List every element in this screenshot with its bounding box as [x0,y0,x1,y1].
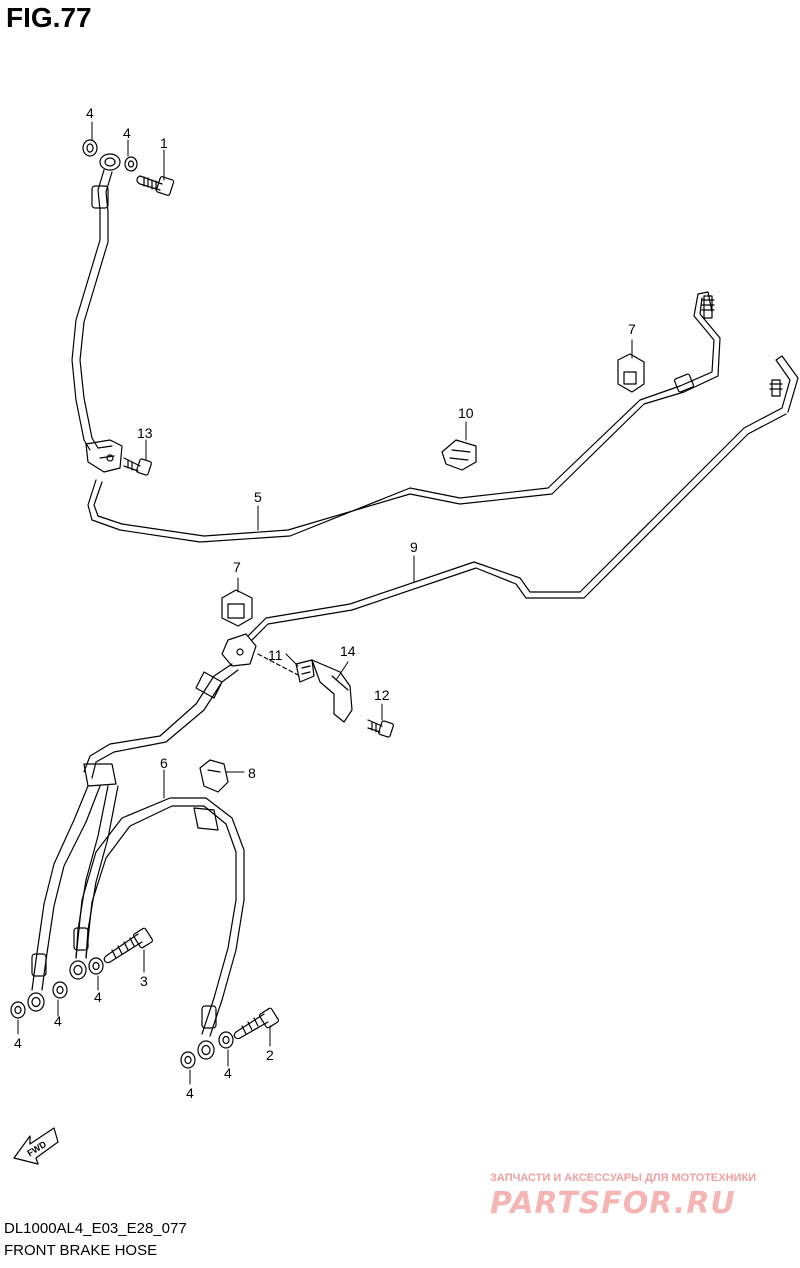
bolt-2-icon [233,1007,280,1040]
callout-8: 8 [248,765,256,781]
callout-7: 7 [233,559,241,575]
left-hose-branch-b [52,785,119,999]
callout-3: 3 [140,973,148,989]
left-hose-branch-a [10,785,101,1019]
watermark-brand: PARTSFOR.RU [490,1186,736,1221]
bolt-13-icon [123,457,152,476]
upper-brake-hose [71,153,121,451]
washer-icon [124,156,138,172]
left-hose-main [83,663,239,787]
callout-7: 7 [628,321,636,337]
watermark-subtitle: ЗАПЧАСТИ И АКСЕССУАРЫ ДЛЯ МОТОТЕХНИКИ [490,1172,757,1184]
clip-7-lower-icon [221,589,253,627]
washer-icon [88,957,104,975]
bolt-11-icon [295,659,315,683]
brake-pipe-9 [247,355,799,641]
callout-6: 6 [160,755,168,771]
callout-14: 14 [340,643,356,659]
callout-9: 9 [410,539,418,555]
callout-2: 2 [266,1047,274,1063]
figure-title: FIG.77 [6,2,92,33]
clamp-10-icon [441,439,477,471]
callout-4: 4 [123,125,131,141]
callout-4: 4 [224,1065,232,1081]
clip-7-upper-icon [617,353,645,393]
three-way-joint-icon [221,633,257,667]
callout-4: 4 [186,1085,194,1101]
diagram-caption: FRONT BRAKE HOSE [4,1242,158,1259]
callout-4: 4 [14,1035,22,1051]
hose-junction-icon [85,439,123,473]
brake-pipe-5 [87,291,721,543]
fwd-arrow-icon [13,1127,59,1165]
brake-hose-6 [75,797,245,1069]
callout-11: 11 [268,647,283,663]
washer-icon [180,1051,196,1069]
clamp-8-icon [199,759,229,793]
washer-icon [52,981,68,999]
banjo-bolt-1-icon [136,175,175,196]
callout-13: 13 [137,425,153,441]
callout-4: 4 [94,989,102,1005]
callout-4: 4 [54,1013,62,1029]
callout-1: 1 [160,135,168,151]
bolt-3-icon [103,927,154,964]
callout-10: 10 [458,405,474,421]
bracket-14-icon [311,659,353,723]
callout-4: 4 [86,105,94,121]
washer-icon [218,1031,234,1049]
washer-icon [10,1001,26,1019]
bolt-12-icon [367,719,394,738]
diagram-code: DL1000AL4_E03_E28_077 [4,1220,187,1237]
callout-5: 5 [254,489,262,505]
washer-icon [82,139,98,157]
callout-12: 12 [374,687,390,703]
